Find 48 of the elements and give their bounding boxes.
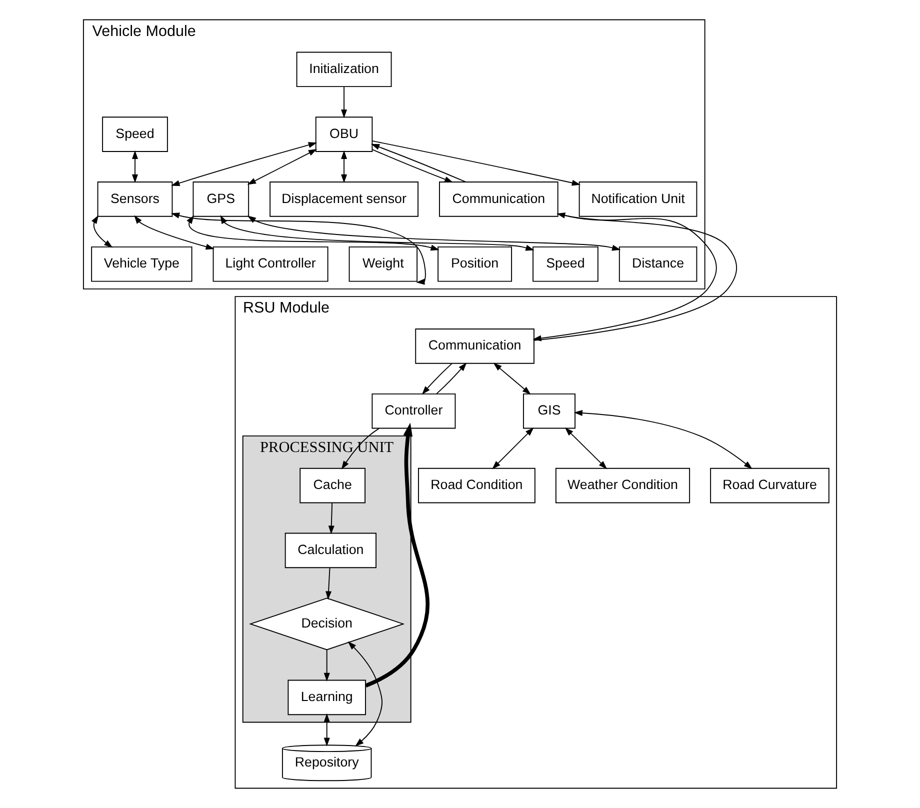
node-box: Road Curvature bbox=[710, 468, 830, 504]
arrow bbox=[341, 150, 348, 184]
arrow bbox=[134, 215, 214, 250]
node-box: OBU bbox=[315, 116, 373, 152]
arrow bbox=[91, 215, 113, 248]
node-box: GIS bbox=[523, 393, 576, 429]
arrow bbox=[171, 142, 318, 186]
node-box: Controller bbox=[372, 393, 456, 429]
arrow bbox=[341, 86, 348, 118]
node-box: Road Condition bbox=[418, 468, 536, 504]
arrow bbox=[132, 150, 138, 184]
arrow bbox=[326, 567, 332, 600]
node-box: Speed bbox=[102, 116, 168, 152]
arrow bbox=[348, 641, 382, 746]
arrow bbox=[370, 144, 466, 182]
arrow bbox=[372, 149, 454, 183]
arrow bbox=[170, 212, 426, 285]
arrow bbox=[564, 428, 608, 470]
arrow bbox=[492, 427, 534, 470]
node-box: Weather Condition bbox=[555, 468, 690, 504]
arrow bbox=[341, 428, 380, 470]
node-box: Initialization bbox=[296, 52, 392, 88]
node-box: Calculation bbox=[284, 532, 376, 568]
node-box: Distance bbox=[618, 246, 698, 282]
node-box: GPS bbox=[192, 182, 250, 217]
node-box: Communication bbox=[415, 328, 534, 364]
arrow bbox=[436, 362, 467, 394]
node-box: Cache bbox=[300, 468, 366, 504]
node-box: Speed bbox=[532, 246, 598, 282]
node-box: Learning bbox=[288, 680, 366, 716]
arrow bbox=[372, 140, 581, 186]
node-box: Communication bbox=[439, 182, 558, 217]
arrow bbox=[574, 410, 752, 470]
arrow bbox=[324, 649, 330, 682]
arrow bbox=[324, 713, 330, 746]
node-box: Sensors bbox=[97, 182, 173, 217]
node-box: Vehicle Type bbox=[91, 246, 192, 282]
arrow bbox=[247, 149, 318, 185]
node-box: Notification Unit bbox=[578, 182, 698, 217]
arrow bbox=[493, 362, 531, 395]
arrow bbox=[247, 216, 621, 251]
node-box: Position bbox=[438, 246, 512, 282]
node-box: Light Controller bbox=[212, 246, 328, 282]
arrow bbox=[328, 502, 334, 534]
node-box: Displacement sensor bbox=[270, 182, 418, 217]
arrow bbox=[365, 422, 430, 688]
arrow bbox=[422, 363, 452, 395]
node-box: Weight bbox=[348, 246, 418, 282]
